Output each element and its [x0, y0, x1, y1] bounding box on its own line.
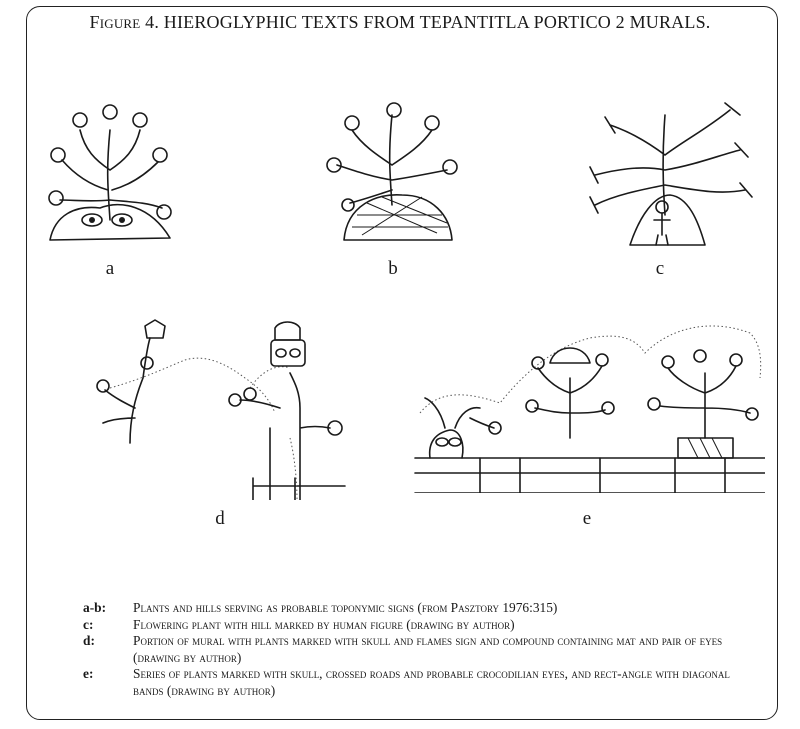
caption-text: Portion of mural with plants marked with…: [133, 633, 723, 665]
panel-c-drawing: [589, 102, 753, 246]
caption-text: Series of plants marked with skull, cros…: [133, 666, 730, 698]
caption-item: e: Series of plants marked with skull, c…: [83, 666, 743, 699]
caption-key: d:: [83, 633, 95, 649]
figure-title-text: HIEROGLYPHIC TEXTS FROM TEPANTITLA PORTI…: [163, 12, 711, 32]
caption-item: d: Portion of mural with plants marked w…: [83, 633, 743, 666]
figure-title-label: Figure: [89, 12, 141, 32]
panel-e-drawing: [414, 325, 765, 493]
figure-title-number: 4.: [145, 12, 160, 32]
panel-e-label: e: [582, 508, 592, 529]
flower-icon: [48, 104, 172, 220]
panel-c-label: c: [655, 258, 665, 279]
panel-a-label: a: [105, 258, 115, 279]
panel-b-label: b: [388, 258, 398, 279]
panel-b-drawing: [326, 102, 458, 241]
figure-title: Figure 4. HIEROGLYPHIC TEXTS FROM TEPANT…: [0, 12, 800, 33]
caption-key: c:: [83, 616, 94, 632]
figure-frame: [26, 6, 778, 720]
flower-icon: [326, 102, 458, 212]
caption-item: c: Flowering plant with hill marked by h…: [83, 617, 743, 634]
panel-a-drawing: [48, 104, 172, 241]
caption-list: a-b: Plants and hills serving as probabl…: [83, 600, 743, 700]
caption-text: Plants and hills serving as probable top…: [133, 600, 558, 615]
panel-d-label: d: [215, 508, 225, 529]
panel-d-drawing: [96, 319, 346, 500]
caption-item: a-b: Plants and hills serving as probabl…: [83, 600, 743, 617]
caption-key: e:: [83, 666, 94, 682]
caption-key: a-b:: [83, 600, 107, 615]
caption-text: Flowering plant with hill marked by huma…: [133, 616, 515, 632]
